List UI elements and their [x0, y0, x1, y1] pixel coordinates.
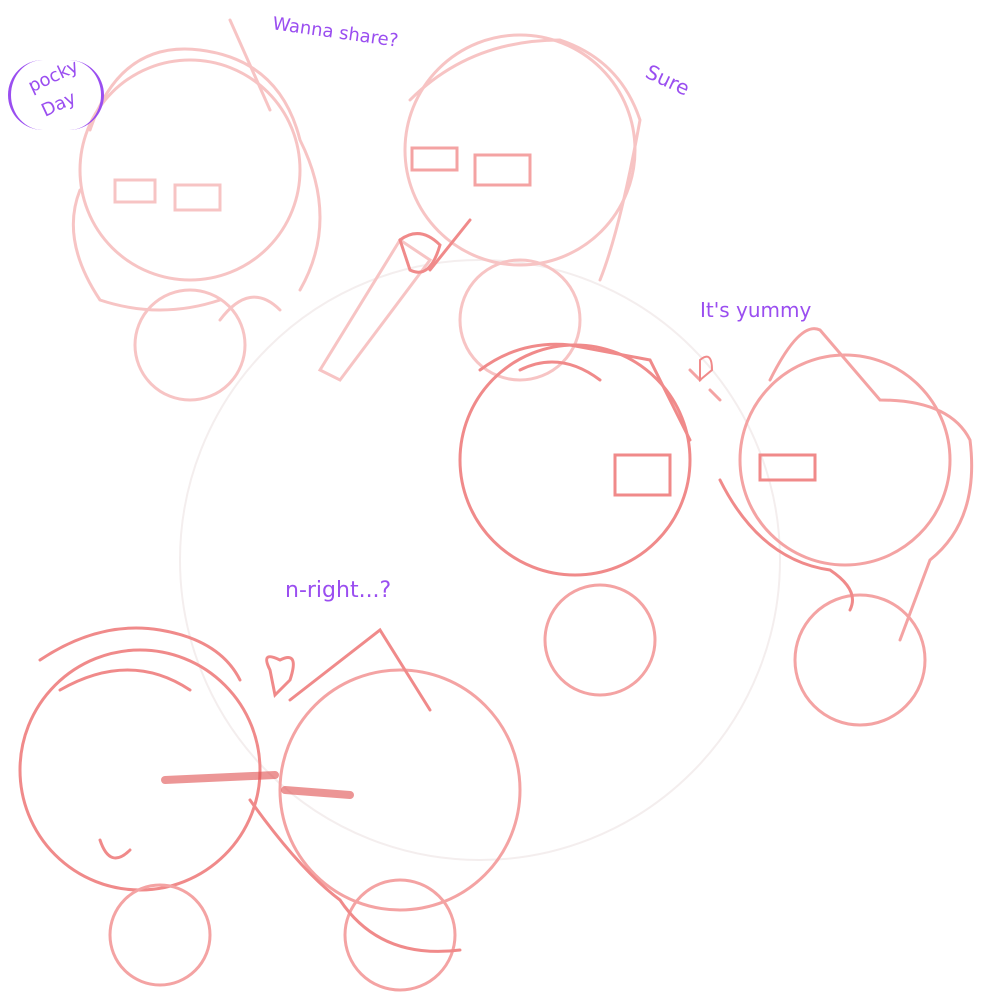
speech-its-yummy: It's yummy [700, 298, 812, 322]
title-line-1: pocky [25, 55, 82, 98]
blush-marks [161, 771, 354, 799]
speech-n-right: n-right...? [285, 578, 392, 603]
title-line-2: Day [38, 87, 80, 122]
music-note-icon [699, 355, 714, 383]
title-bubble: pocky Day [8, 56, 104, 130]
character-top-right [398, 33, 642, 382]
character-top-left [71, 18, 433, 402]
character-pair-bottom [18, 626, 522, 992]
character-pair-middle [458, 327, 974, 727]
guide-circle [179, 259, 781, 861]
